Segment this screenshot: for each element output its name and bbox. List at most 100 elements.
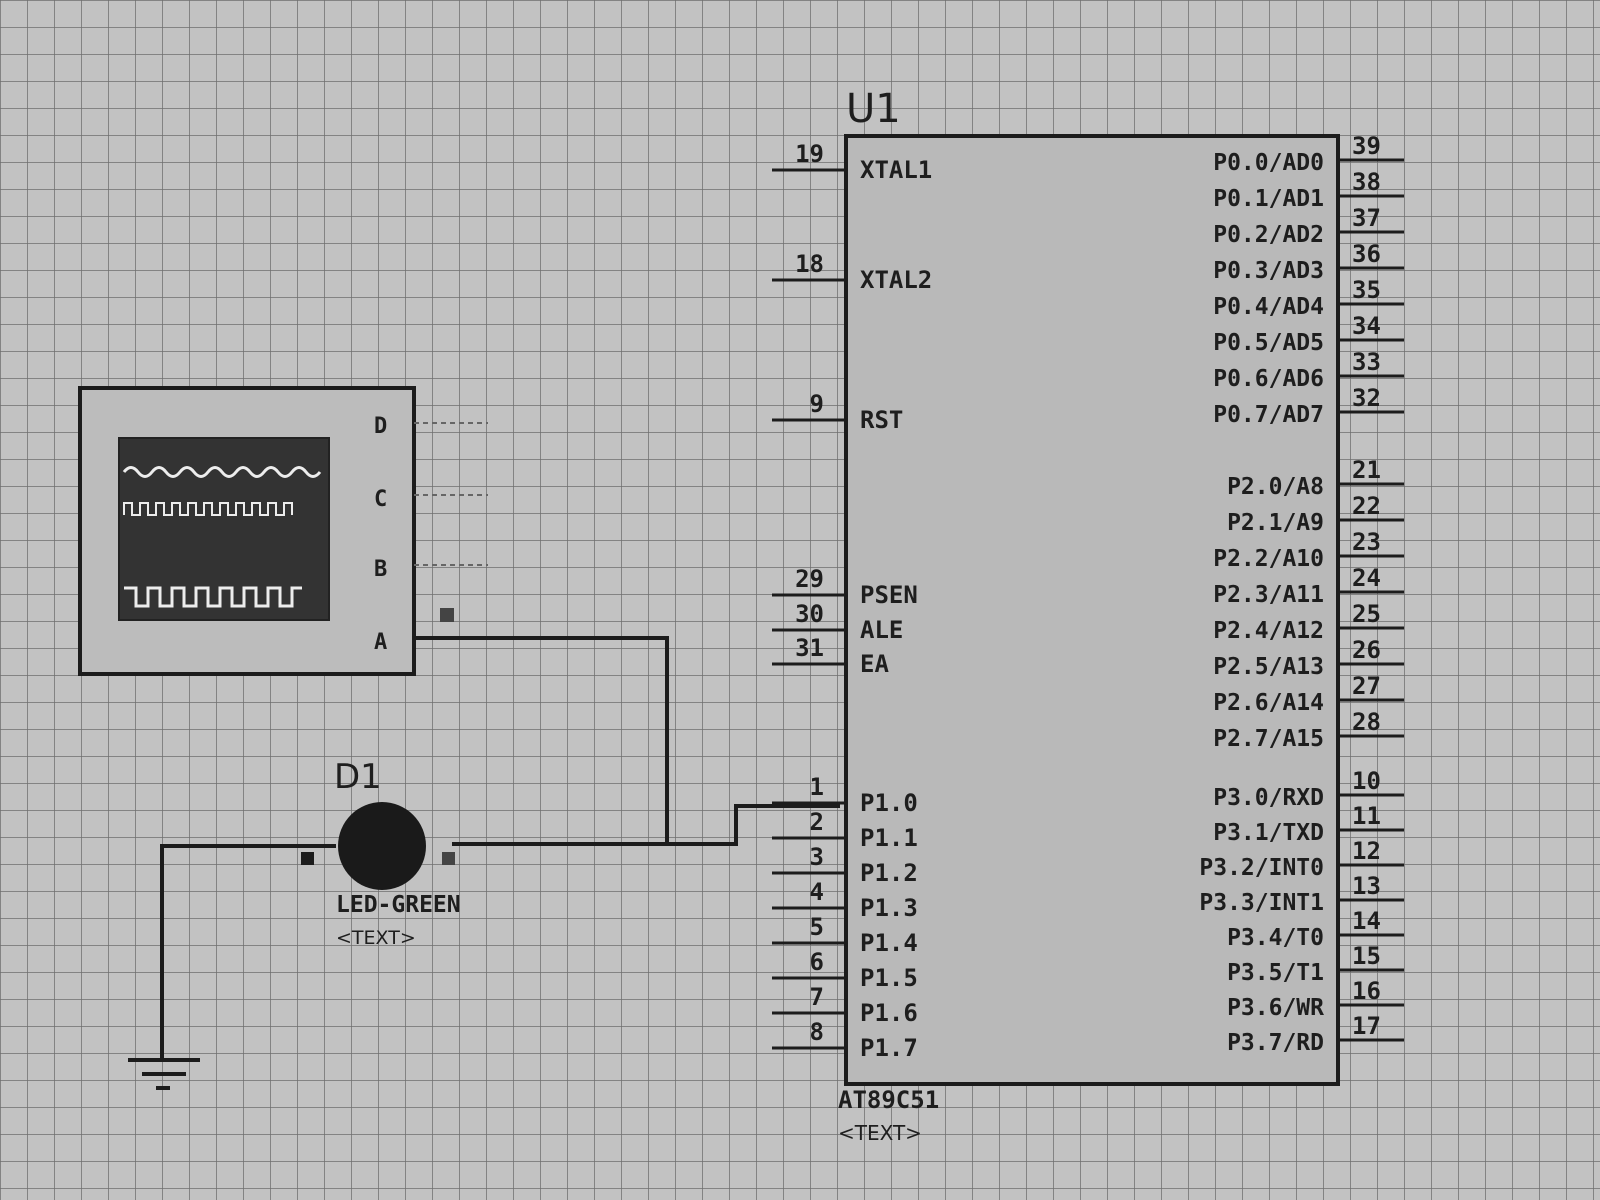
u1-part-label: AT89C51 [838,1086,939,1114]
channel-a-terminal[interactable] [440,608,454,622]
led-body[interactable] [338,802,426,890]
u1-pin-p2-0-a8-label: P2.0/A8 [1227,474,1324,500]
scope-channel-b-label: B [374,557,387,582]
u1-pin-p1-7-number: 8 [810,1018,824,1046]
u1-pin-rst-label: RST [860,406,903,434]
u1-pin-psen-label: PSEN [860,581,918,609]
wire-scope-a-to-led[interactable] [414,636,669,844]
u1-pin-p3-2-int0-number: 12 [1352,837,1381,865]
u1-pin-xtal1-label: XTAL1 [860,156,932,184]
u1-pin-p0-3-ad3-number: 36 [1352,240,1381,268]
u1-pin-p0-7-ad7-number: 32 [1352,384,1381,412]
u1-pin-xtal2-label: XTAL2 [860,266,932,294]
trace-fast-square [123,502,293,516]
u1-pin-p2-1-a9-label: P2.1/A9 [1227,510,1324,536]
wires [160,636,840,1060]
u1-pin-p3-5-t1-label: P3.5/T1 [1227,960,1324,986]
u1-pin-p1-2-label: P1.2 [860,859,918,887]
u1-body[interactable] [844,134,1340,1086]
u1-pin-p1-6-label: P1.6 [860,999,918,1027]
u1-pin-p2-0-a8-number: 21 [1352,456,1381,484]
u1-pin-psen-number: 29 [795,565,824,593]
u1-pin-p1-0-label: P1.0 [860,789,918,817]
u1-pin-p2-4-a12-number: 25 [1352,600,1381,628]
u1-pin-p1-3-label: P1.3 [860,894,918,922]
u1-pin-p1-7-label: P1.7 [860,1034,918,1062]
trace-sine [122,466,322,478]
wire-led-to-ground[interactable] [160,844,336,1060]
u1-pin-p1-1-number: 2 [810,808,824,836]
u1-pin-p0-3-ad3-label: P0.3/AD3 [1213,258,1324,284]
scope-traces [122,466,322,608]
u1-pin-p3-0-rxd-number: 10 [1352,767,1381,795]
wire-led-to-p1-1[interactable] [452,804,840,846]
u1-pin-ale-label: ALE [860,616,903,644]
u1-pin-p2-7-a15-label: P2.7/A15 [1213,726,1324,752]
u1-pin-p0-2-ad2-number: 37 [1352,204,1381,232]
u1-pin-p3-1-txd-number: 11 [1352,802,1381,830]
scope-channel-d-label: D [374,414,387,439]
u1-pin-p2-2-a10-label: P2.2/A10 [1213,546,1324,572]
u1-pin-p2-5-a13-number: 26 [1352,636,1381,664]
led-anode-terminal[interactable] [442,852,455,865]
u1-pin-p3-0-rxd-label: P3.0/RXD [1213,785,1324,811]
u1-pin-p3-1-txd-label: P3.1/TXD [1213,820,1324,846]
u1-pin-p0-4-ad4-number: 35 [1352,276,1381,304]
u1-pin-p2-4-a12-label: P2.4/A12 [1213,618,1324,644]
u1-pin-p0-5-ad5-label: P0.5/AD5 [1213,330,1324,356]
led-cathode-terminal[interactable] [301,852,314,865]
u1-pin-p0-5-ad5-number: 34 [1352,312,1381,340]
u1-pin-xtal1-number: 19 [795,140,824,168]
u1-pin-p2-6-a14-number: 27 [1352,672,1381,700]
u1-pin-ale-number: 30 [795,600,824,628]
u1-pin-p2-6-a14-label: P2.6/A14 [1213,690,1324,716]
led-text-label: <TEXT> [336,927,416,949]
u1-pin-p1-4-number: 5 [810,913,824,941]
u1-pin-p1-0-number: 1 [810,773,824,801]
u1-pin-p1-4-label: P1.4 [860,929,918,957]
trace-square [124,586,302,608]
led-d1[interactable]: D1 LED-GREEN <TEXT> [301,757,461,949]
u1-pin-p2-3-a11-label: P2.3/A11 [1213,582,1324,608]
u1-pin-p3-2-int0-label: P3.2/INT0 [1199,855,1324,881]
u1-pin-p2-1-a9-number: 22 [1352,492,1381,520]
u1-pin-xtal2-number: 18 [795,250,824,278]
u1-pin-p3-4-t0-number: 14 [1352,907,1381,935]
u1-pin-p0-4-ad4-label: P0.4/AD4 [1213,294,1324,320]
u1-pin-p3-5-t1-number: 15 [1352,942,1381,970]
u1-text-label: <TEXT> [838,1121,922,1145]
u1-right-pins: P0.0/AD039P0.1/AD138P0.2/AD237P0.3/AD336… [1199,132,1404,1056]
oscilloscope[interactable]: D C B A [78,386,488,676]
u1-pin-p0-1-ad1-number: 38 [1352,168,1381,196]
u1-pin-p1-5-label: P1.5 [860,964,918,992]
u1-pin-p0-6-ad6-label: P0.6/AD6 [1213,366,1324,392]
u1-pin-p1-3-number: 4 [810,878,824,906]
u1-pin-ea-number: 31 [795,634,824,662]
u1-pin-p1-6-number: 7 [810,983,824,1011]
scope-channel-c-label: C [374,487,387,512]
u1-pin-p1-1-label: P1.1 [860,824,918,852]
oscilloscope-screen [118,437,330,621]
u1-pin-p3-3-int1-label: P3.3/INT1 [1199,890,1324,916]
u1-pin-p3-6-wr-number: 16 [1352,977,1381,1005]
u1-pin-p1-2-number: 3 [810,843,824,871]
u1-pin-p2-2-a10-number: 23 [1352,528,1381,556]
u1-pin-p3-7-rd-number: 17 [1352,1012,1381,1040]
u1-ref-label: U1 [846,86,901,132]
u1-pin-p2-5-a13-label: P2.5/A13 [1213,654,1324,680]
u1-pin-p3-4-t0-label: P3.4/T0 [1227,925,1324,951]
ground-symbol[interactable] [128,1058,200,1090]
u1-pin-p2-3-a11-number: 24 [1352,564,1381,592]
u1-pin-ea-label: EA [860,650,889,678]
scope-channel-a-label: A [374,630,387,655]
u1-pin-p1-5-number: 6 [810,948,824,976]
u1-pin-p3-6-wr-label: P3.6/WR [1227,995,1324,1021]
u1-pin-p0-0-ad0-label: P0.0/AD0 [1213,150,1324,176]
led-ref-label: D1 [334,757,382,797]
led-part-label: LED-GREEN [336,892,461,918]
u1-pin-rst-number: 9 [810,390,824,418]
u1-pin-p0-1-ad1-label: P0.1/AD1 [1213,186,1324,212]
